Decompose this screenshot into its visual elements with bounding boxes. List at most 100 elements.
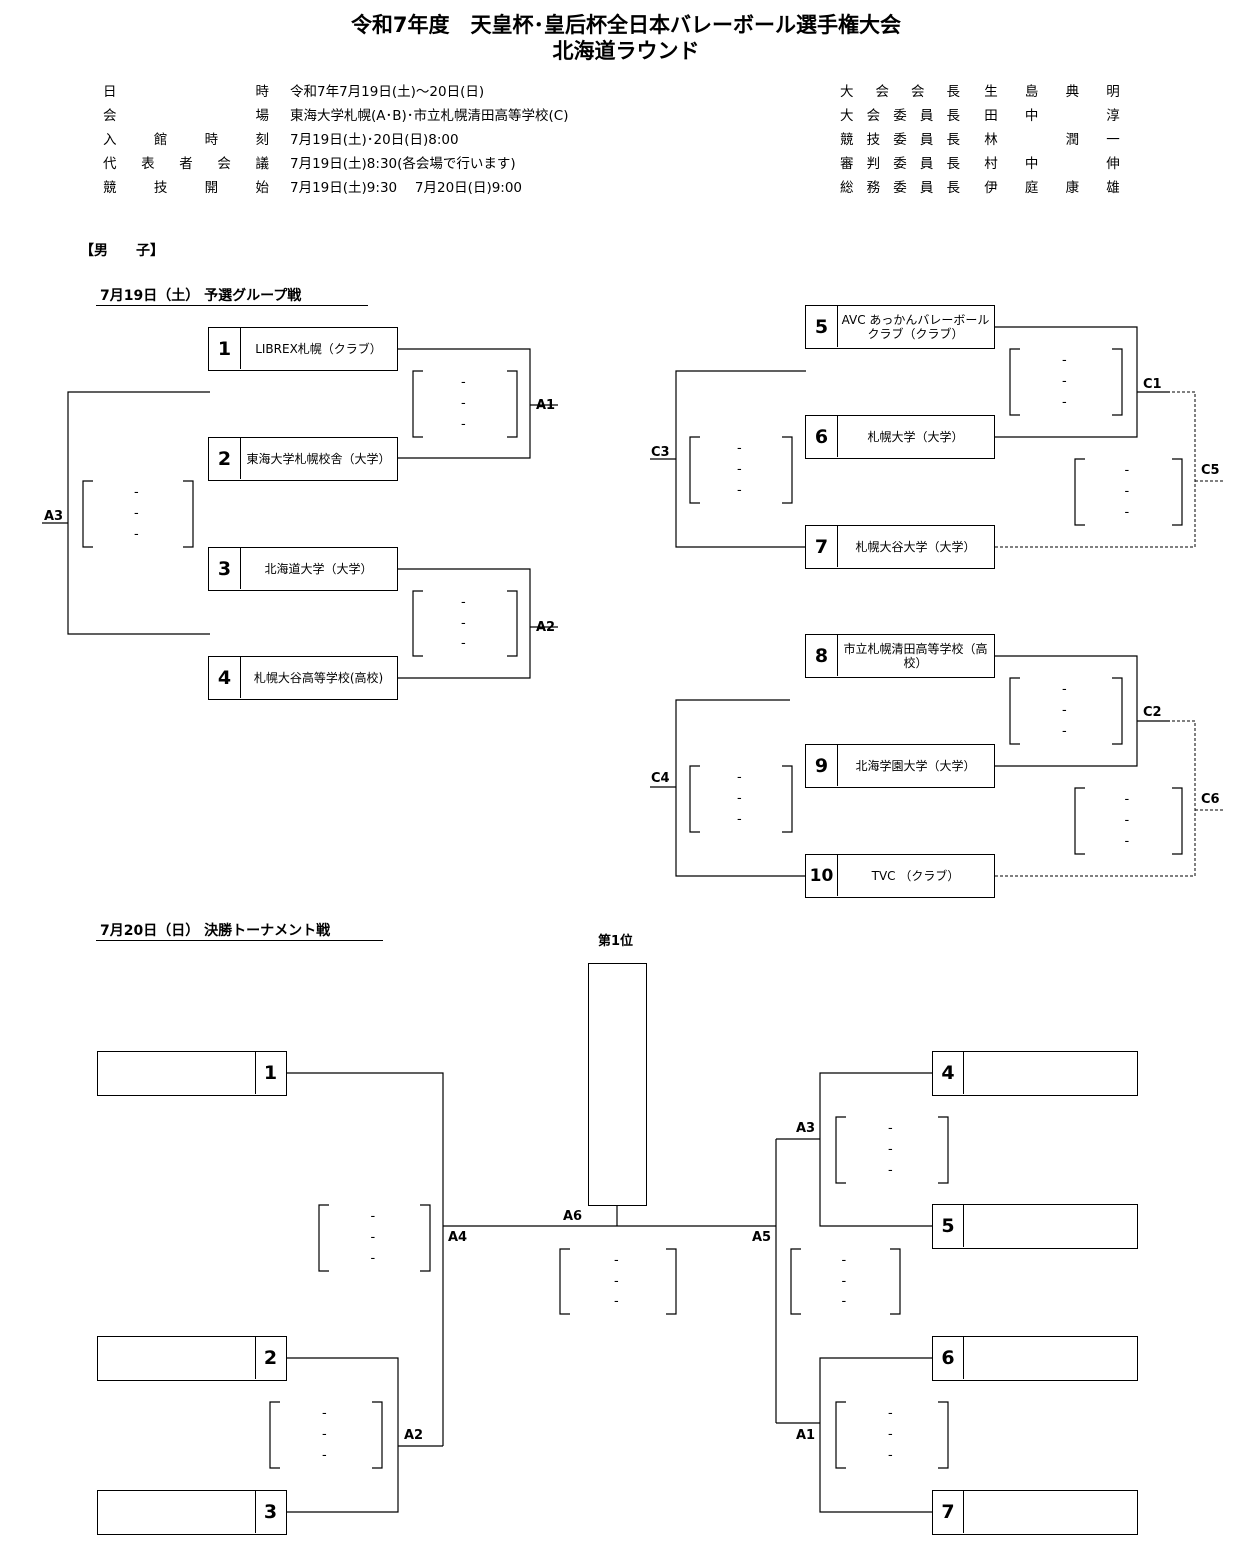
team-seed-number: 2	[209, 438, 241, 479]
official-name-char: 田	[984, 108, 998, 124]
score-dash: -	[134, 484, 139, 500]
info-label-char: 技	[153, 180, 168, 196]
score-dash: -	[1124, 834, 1130, 850]
team-seed-number: 9	[806, 745, 838, 786]
official-role-char: 委	[893, 156, 907, 172]
official-role-char: 審	[840, 156, 854, 172]
match-code-a1: A1	[536, 398, 556, 413]
score-dash: -	[841, 1252, 847, 1268]
score-dash: -	[370, 1208, 376, 1224]
score-dash: -	[322, 1448, 327, 1464]
official-role: 競技委員長	[840, 132, 960, 148]
final-slot-box[interactable]: 2	[97, 1336, 287, 1381]
official-role: 大会会長	[840, 84, 960, 100]
final-slot-box[interactable]: 4	[932, 1051, 1138, 1096]
final-slot-number: 1	[255, 1052, 285, 1094]
score-bracket-right	[938, 1116, 949, 1184]
score-dash: -	[888, 1427, 893, 1442]
info-label-char: 会	[217, 156, 231, 172]
final-slot-box[interactable]: 3	[97, 1490, 287, 1535]
official-role-char: 総	[840, 180, 854, 196]
score-dash: -	[737, 483, 742, 499]
official-role-char: 員	[919, 156, 934, 172]
match-code-c3: C3	[651, 445, 670, 460]
official-name-char: 雄	[1106, 180, 1120, 196]
final-code-a3: A3	[796, 1121, 816, 1136]
team-seed-number: 4	[209, 657, 241, 698]
score-bracket-right	[507, 370, 518, 438]
team-seed-number: 5	[806, 306, 838, 347]
info-label-char: 時	[204, 132, 219, 148]
score-dash: -	[737, 812, 742, 828]
match-code-c6: C6	[1201, 792, 1220, 807]
final-slot-box[interactable]: 6	[932, 1336, 1138, 1381]
score-bracket-right	[420, 1204, 431, 1272]
score-dash: -	[461, 594, 466, 610]
score-dash: -	[888, 1120, 893, 1136]
day2-underline	[96, 940, 383, 941]
score-bracket-right	[372, 1401, 383, 1469]
score-bracket-left	[835, 1401, 846, 1469]
score-bracket-left	[790, 1248, 801, 1315]
day1-heading: 7月19日（土） 予選グループ戦	[100, 288, 302, 304]
champion-box[interactable]	[588, 963, 647, 1206]
match-code-c4: C4	[651, 771, 670, 786]
official-role-char: 判	[866, 156, 881, 172]
info-label-char: 時	[255, 84, 270, 100]
tournament-subtitle: 北海道ラウンド	[552, 39, 700, 63]
official-name: 伊庭康雄	[984, 180, 1120, 196]
score-dash: -	[1124, 484, 1130, 499]
official-role-char: 長	[946, 108, 961, 124]
score-bracket-left	[412, 590, 423, 657]
info-value: 7月19日(土)8:30(各会場で行います)	[290, 156, 516, 172]
info-label-char: 者	[179, 156, 193, 172]
score-dash: -	[737, 440, 742, 456]
score-dash: -	[888, 1142, 893, 1157]
final-slot-box[interactable]: 7	[932, 1490, 1138, 1535]
team-seed-number: 3	[209, 548, 241, 589]
official-name-char: 中	[1024, 156, 1039, 172]
final-slot-box[interactable]: 1	[97, 1051, 287, 1096]
official-role-char: 務	[866, 180, 881, 196]
score-bracket-left	[689, 436, 700, 504]
official-role-char: 員	[919, 108, 934, 124]
info-label: 日時	[103, 84, 269, 100]
final-slot-number: 7	[933, 1491, 964, 1533]
final-slot-number: 4	[933, 1052, 964, 1094]
official-role: 総務委員長	[840, 180, 960, 196]
official-role-char: 委	[893, 108, 907, 124]
score-dash: -	[888, 1448, 893, 1464]
final-slot-box[interactable]: 5	[932, 1204, 1138, 1249]
score-dash: -	[1062, 681, 1067, 697]
team-seed-number: 6	[806, 416, 838, 457]
team-seed-number: 8	[806, 635, 838, 676]
score-dash: -	[1062, 724, 1067, 740]
official-name: 村中伸	[984, 156, 1120, 172]
score-dash: -	[461, 396, 466, 411]
score-dash: -	[614, 1252, 619, 1268]
official-role-char: 大	[840, 108, 854, 124]
official-role: 審判委員長	[840, 156, 960, 172]
official-name-char: 中	[1024, 108, 1039, 124]
info-label-char: 入	[103, 132, 117, 148]
team-seed-number: 7	[806, 526, 838, 567]
score-dash: -	[737, 462, 742, 477]
score-bracket-left	[1009, 677, 1020, 745]
score-dash: -	[614, 1273, 619, 1289]
score-bracket-right	[1172, 787, 1183, 855]
score-dash: -	[737, 769, 742, 785]
score-bracket-right	[782, 436, 793, 504]
score-bracket-right	[507, 590, 518, 657]
